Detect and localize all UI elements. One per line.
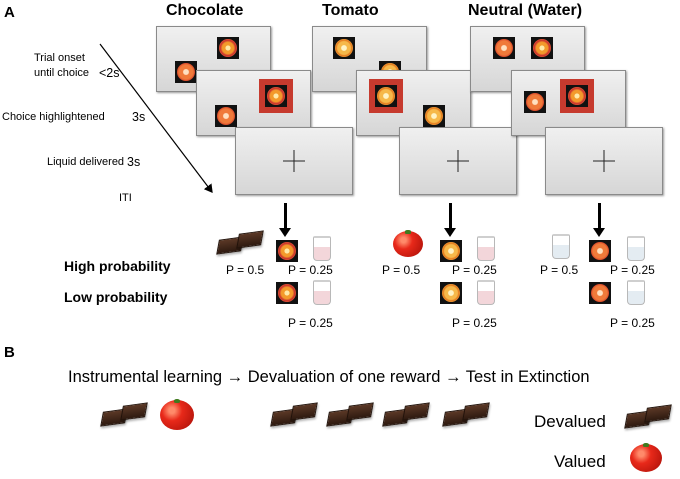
liquid-label: Liquid delivered [47,156,125,168]
tasting-cup-icon [477,280,495,305]
tomato-icon [630,442,662,472]
stimulus-icon [531,37,553,59]
stimulus-icon [440,240,462,262]
probability-value: P = 0.25 [452,316,497,330]
stimulus-icon [589,282,611,304]
until-choice-label: until choice [34,67,90,79]
chocolate-choice-screen [196,70,311,136]
stimulus-icon [440,282,462,304]
probability-value: P = 0.5 [226,263,265,277]
column-title-neutral: Neutral (Water) [468,2,583,19]
chocolate-icon [442,402,492,430]
probability-value: P = 0.25 [610,263,655,277]
stimulus-icon [276,282,298,304]
probability-value: P = 0.25 [288,316,333,330]
stimulus-icon [333,37,355,59]
column-title-chocolate: Chocolate [166,2,244,19]
stimulus-icon [375,85,397,107]
low-probability-label: Low probability [64,289,168,305]
stimulus-icon [423,105,445,127]
stimulus-icon [276,240,298,262]
tasting-cup-icon [313,280,331,305]
chocolate-icon [326,402,376,430]
probability-value: P = 0.5 [382,263,421,277]
water-glass-icon [627,280,645,305]
chocolate-fixation-screen [235,127,353,195]
highlighted-choice [259,79,293,113]
liquid-duration: 3s [127,155,141,169]
arrow-down-icon [279,203,291,237]
neutral-choice-screen [511,70,626,136]
probability-value: P = 0.25 [610,316,655,330]
arrow-down-icon [444,203,456,237]
stimulus-icon [217,37,239,59]
water-glass-icon [627,236,645,261]
stimulus-icon [215,105,237,127]
panel-a-label: A [4,4,15,21]
probability-value: P = 0.5 [540,263,579,277]
tomato-fixation-screen [399,127,517,195]
arrow-down-icon [593,203,605,237]
trial-onset-label: Trial onset [34,52,85,64]
devalued-label: Devalued [534,412,606,431]
tasting-cup-icon [313,236,331,261]
chocolate-icon [624,404,674,432]
chocolate-icon [216,230,266,258]
water-glass-icon [552,234,570,259]
highlighted-choice [369,79,403,113]
iti-label: ITI [119,192,132,204]
tomato-icon [160,398,194,430]
stimulus-icon [493,37,515,59]
choice-duration: 3s [132,110,146,124]
valued-label: Valued [554,452,606,471]
trial-onset-duration: <2s [99,66,120,80]
chocolate-icon [382,402,432,430]
pipeline-text: Instrumental learning → Devaluation of o… [68,368,590,386]
stimulus-icon [265,85,287,107]
high-probability-label: High probability [64,258,171,274]
stimulus-icon [524,91,546,113]
stimulus-icon [175,61,197,83]
choice-label: Choice highlightened [2,111,105,123]
probability-value: P = 0.25 [452,263,497,277]
column-title-tomato: Tomato [322,2,379,19]
neutral-fixation-screen [545,127,663,195]
stimulus-icon [566,85,588,107]
chocolate-icon [270,402,320,430]
highlighted-choice [560,79,594,113]
probability-value: P = 0.25 [288,263,333,277]
tomato-icon [393,229,423,257]
panel-b-label: B [4,344,15,361]
tasting-cup-icon [477,236,495,261]
chocolate-icon [100,400,150,430]
stimulus-icon [589,240,611,262]
